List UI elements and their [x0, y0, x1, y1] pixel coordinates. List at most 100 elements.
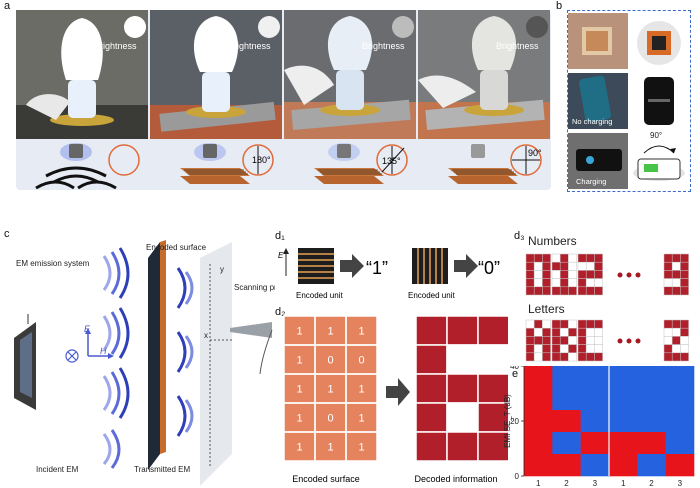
panel-a: Brightness Brightness Brightness — [16, 10, 551, 190]
glyph-pixel — [525, 319, 535, 329]
y-tick-label: 0 — [515, 472, 520, 481]
heatmap-cell — [524, 388, 553, 411]
glyph-pixel — [568, 253, 577, 263]
heatmap-cell — [609, 410, 638, 433]
incident-waves — [102, 247, 130, 469]
heatmap-cell — [609, 432, 638, 455]
glyph-pixel — [577, 344, 587, 354]
glyph-pixel — [568, 270, 577, 279]
lamp-photo-2: Brightness — [150, 10, 282, 139]
glyph-pixel — [671, 352, 681, 362]
y-tick-label: 20 — [510, 417, 519, 426]
glyph-pixel — [585, 327, 595, 337]
transmitted-em-label: Transmitted EM — [134, 465, 190, 474]
encoded-cell — [345, 431, 378, 462]
glyph-pixel — [533, 253, 543, 263]
glyph-pixel — [551, 270, 561, 279]
arrow-one — [340, 254, 364, 278]
heatmap-cell — [665, 388, 695, 411]
lamp-photo-3: Brightness — [284, 10, 416, 139]
heatmap-cell — [580, 366, 610, 389]
schematic-4: 90° — [418, 142, 550, 190]
encoded-cell-value: 1 — [327, 326, 333, 338]
glyph-pixel — [551, 319, 561, 329]
em-source-label: EM emission system — [16, 259, 90, 268]
glyph-pixel — [671, 270, 681, 279]
scanning-probe-label: Scanning probe — [234, 283, 275, 292]
value-zero: “0” — [478, 258, 500, 278]
glyph-pixel — [585, 336, 595, 345]
charging-label: Charging — [576, 177, 607, 186]
heatmap-cell — [580, 388, 610, 411]
angle-label: 180° — [252, 155, 271, 165]
glyph-pixel — [568, 344, 577, 354]
glyph-pixel — [542, 352, 551, 362]
y-tick-label: 40 — [510, 366, 519, 371]
heatmap-cell — [609, 366, 638, 389]
glyph-pixel — [594, 270, 603, 279]
encoded-surface-label: Encoded surface — [146, 243, 207, 252]
x-tick-label: 1 — [621, 479, 626, 488]
lamp-photo-1: Brightness — [16, 10, 148, 139]
lamp-photo-4: Brightness — [418, 10, 550, 139]
value-one: “1” — [366, 258, 388, 278]
encoded-cell-value: 1 — [296, 326, 302, 338]
charging-pad-schematic — [630, 19, 688, 67]
em-emission-device — [14, 314, 36, 410]
glyph-pixel — [542, 253, 551, 263]
arrow-zero — [454, 254, 478, 278]
glyph-pixel — [585, 344, 595, 354]
glyph-pixel — [542, 344, 551, 354]
heatmap-cell — [609, 388, 638, 411]
glyph-pixel — [680, 253, 689, 263]
glyph-pixel — [533, 286, 543, 296]
encoded-surface-caption: Encoded surface — [292, 474, 360, 484]
encoded-cell-value: 1 — [296, 355, 302, 367]
glyph-pixel — [585, 319, 595, 329]
decoded-cell — [446, 344, 479, 375]
decoded-cell — [415, 373, 448, 404]
decoded-cell — [477, 431, 508, 462]
glyph-pixel — [525, 270, 535, 279]
charging-pad-photo — [568, 13, 628, 69]
encoded-unit-label: Encoded unit — [408, 291, 455, 300]
panel-label-d1: d₁ — [275, 230, 285, 242]
glyph-pixel — [585, 352, 595, 362]
panel-label-d2: d₂ — [275, 306, 286, 318]
scanning-probe — [230, 322, 272, 338]
panel-label-a: a — [4, 0, 11, 12]
phone-schematic — [630, 75, 688, 127]
phone-no-charging-photo: No charging — [568, 73, 628, 129]
heatmap-cell — [552, 388, 581, 411]
glyph-pixel — [542, 327, 551, 337]
glyph-pixel — [680, 270, 689, 279]
glyph-pixel — [559, 319, 569, 329]
glyph-pixel — [594, 352, 603, 362]
glyph-pixel — [594, 327, 603, 337]
angle-label: 135° — [382, 156, 401, 166]
glyph-pixel — [568, 261, 577, 271]
glyph-pixel — [551, 253, 561, 263]
panel-b: No charging Charging 90° — [567, 10, 691, 192]
glyph-pixel — [577, 352, 587, 362]
x-tick-label: 2 — [564, 479, 569, 488]
heatmap-cell — [637, 366, 666, 389]
brightness-label: Brightness — [94, 41, 137, 51]
phone-charging-schematic: 90° — [630, 131, 688, 189]
brightness-indicator — [258, 16, 280, 38]
heatmap-cell — [580, 410, 610, 433]
glyph-pixel — [525, 327, 535, 337]
glyph-pixel — [594, 319, 603, 329]
schematic-1 — [16, 142, 148, 190]
glyph-pixel — [533, 261, 543, 271]
brightness-label: Brightness — [362, 41, 405, 51]
glyph-pixel — [663, 253, 673, 263]
glyph-pixel — [671, 286, 681, 296]
brightness-indicator — [124, 16, 146, 38]
glyph-pixel — [525, 336, 535, 345]
glyph-pixel — [568, 352, 577, 362]
glyph-pixel — [559, 336, 569, 345]
glyph-pixel — [551, 286, 561, 296]
glyph-pixel — [533, 344, 543, 354]
